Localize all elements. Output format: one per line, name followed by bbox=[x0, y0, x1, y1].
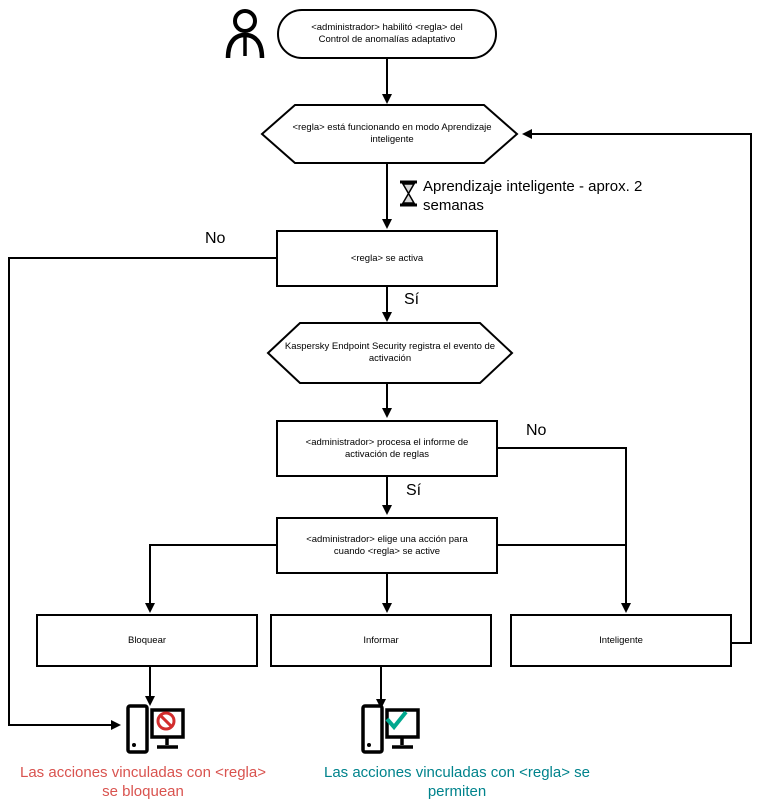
node-smart-training-mode: <regla> está funcionando en modo Aprendi… bbox=[292, 122, 492, 145]
edge-label-yes-report: Sí bbox=[406, 482, 422, 499]
hourglass-icon bbox=[400, 180, 417, 207]
prohibition-icon bbox=[156, 711, 176, 731]
connector-lines bbox=[8, 58, 752, 726]
training-duration-note: Aprendizaje inteligente - aprox. 2 seman… bbox=[423, 178, 643, 214]
computer-allowed-icon bbox=[361, 704, 420, 754]
check-icon bbox=[385, 710, 408, 731]
edge-label-no-report: No bbox=[526, 422, 547, 439]
hexagon-registers-event bbox=[266, 322, 514, 384]
node-registers-event: Kaspersky Endpoint Security registra el … bbox=[284, 341, 496, 364]
node-rule-enabled: <administrador> habilitó <regla> del Con… bbox=[277, 9, 497, 59]
hexagon-smart-training-mode bbox=[260, 104, 519, 164]
person-icon bbox=[225, 9, 265, 59]
node-processes-report: <administrador> procesa el informe de ac… bbox=[276, 420, 498, 477]
node-rule-triggers: <regla> se activa bbox=[276, 230, 498, 287]
outcome-allowed-caption: Las acciones vinculadas con <regla> se p… bbox=[323, 764, 590, 800]
node-action-smart: Inteligente bbox=[510, 614, 732, 667]
node-action-inform: Informar bbox=[270, 614, 492, 667]
arrowheads bbox=[111, 94, 631, 730]
edge-label-yes-rule-triggers: Sí bbox=[404, 291, 420, 308]
node-action-block: Bloquear bbox=[36, 614, 258, 667]
node-chooses-action: <administrador> elige una acción para cu… bbox=[276, 517, 498, 574]
computer-blocked-icon bbox=[126, 704, 185, 754]
outcome-blocked-caption: Las acciones vinculadas con <regla> se b… bbox=[20, 764, 266, 800]
edge-label-no-rule-triggers: No bbox=[205, 230, 226, 247]
